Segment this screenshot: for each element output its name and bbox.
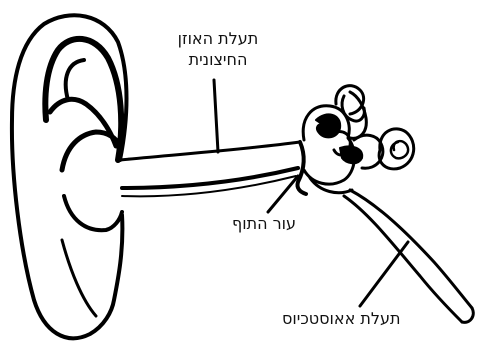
concha-upper [62, 132, 120, 170]
ossicle-malleus [316, 114, 340, 137]
helix-rim [45, 39, 121, 160]
antitragus [64, 196, 122, 230]
cochlea-spiral [391, 141, 408, 158]
antihelix-crus [66, 60, 84, 100]
tube-end [462, 308, 473, 322]
label-outer-ear-canal-line2: החיצונית [150, 49, 286, 70]
leader-line-outer-canal [214, 80, 218, 152]
label-eustachian-tube: תעלת אאוסטכיוס [282, 308, 401, 329]
auricle [12, 15, 127, 338]
label-outer-ear-canal-line1: תעלת האוזן [150, 28, 286, 49]
canal-upper-wall [120, 142, 300, 160]
leader-line-eustachian [360, 242, 408, 306]
label-eardrum: עור התוף [232, 213, 296, 234]
lobule-inner [62, 240, 96, 316]
label-outer-ear-canal: תעלת האוזן החיצונית [150, 28, 286, 70]
ossicle-stapes [340, 146, 362, 163]
tube-upper-wall [350, 190, 472, 308]
middle-ear [303, 106, 362, 193]
canal-lower-wall [122, 168, 298, 188]
outer-ear-canal [120, 142, 300, 196]
